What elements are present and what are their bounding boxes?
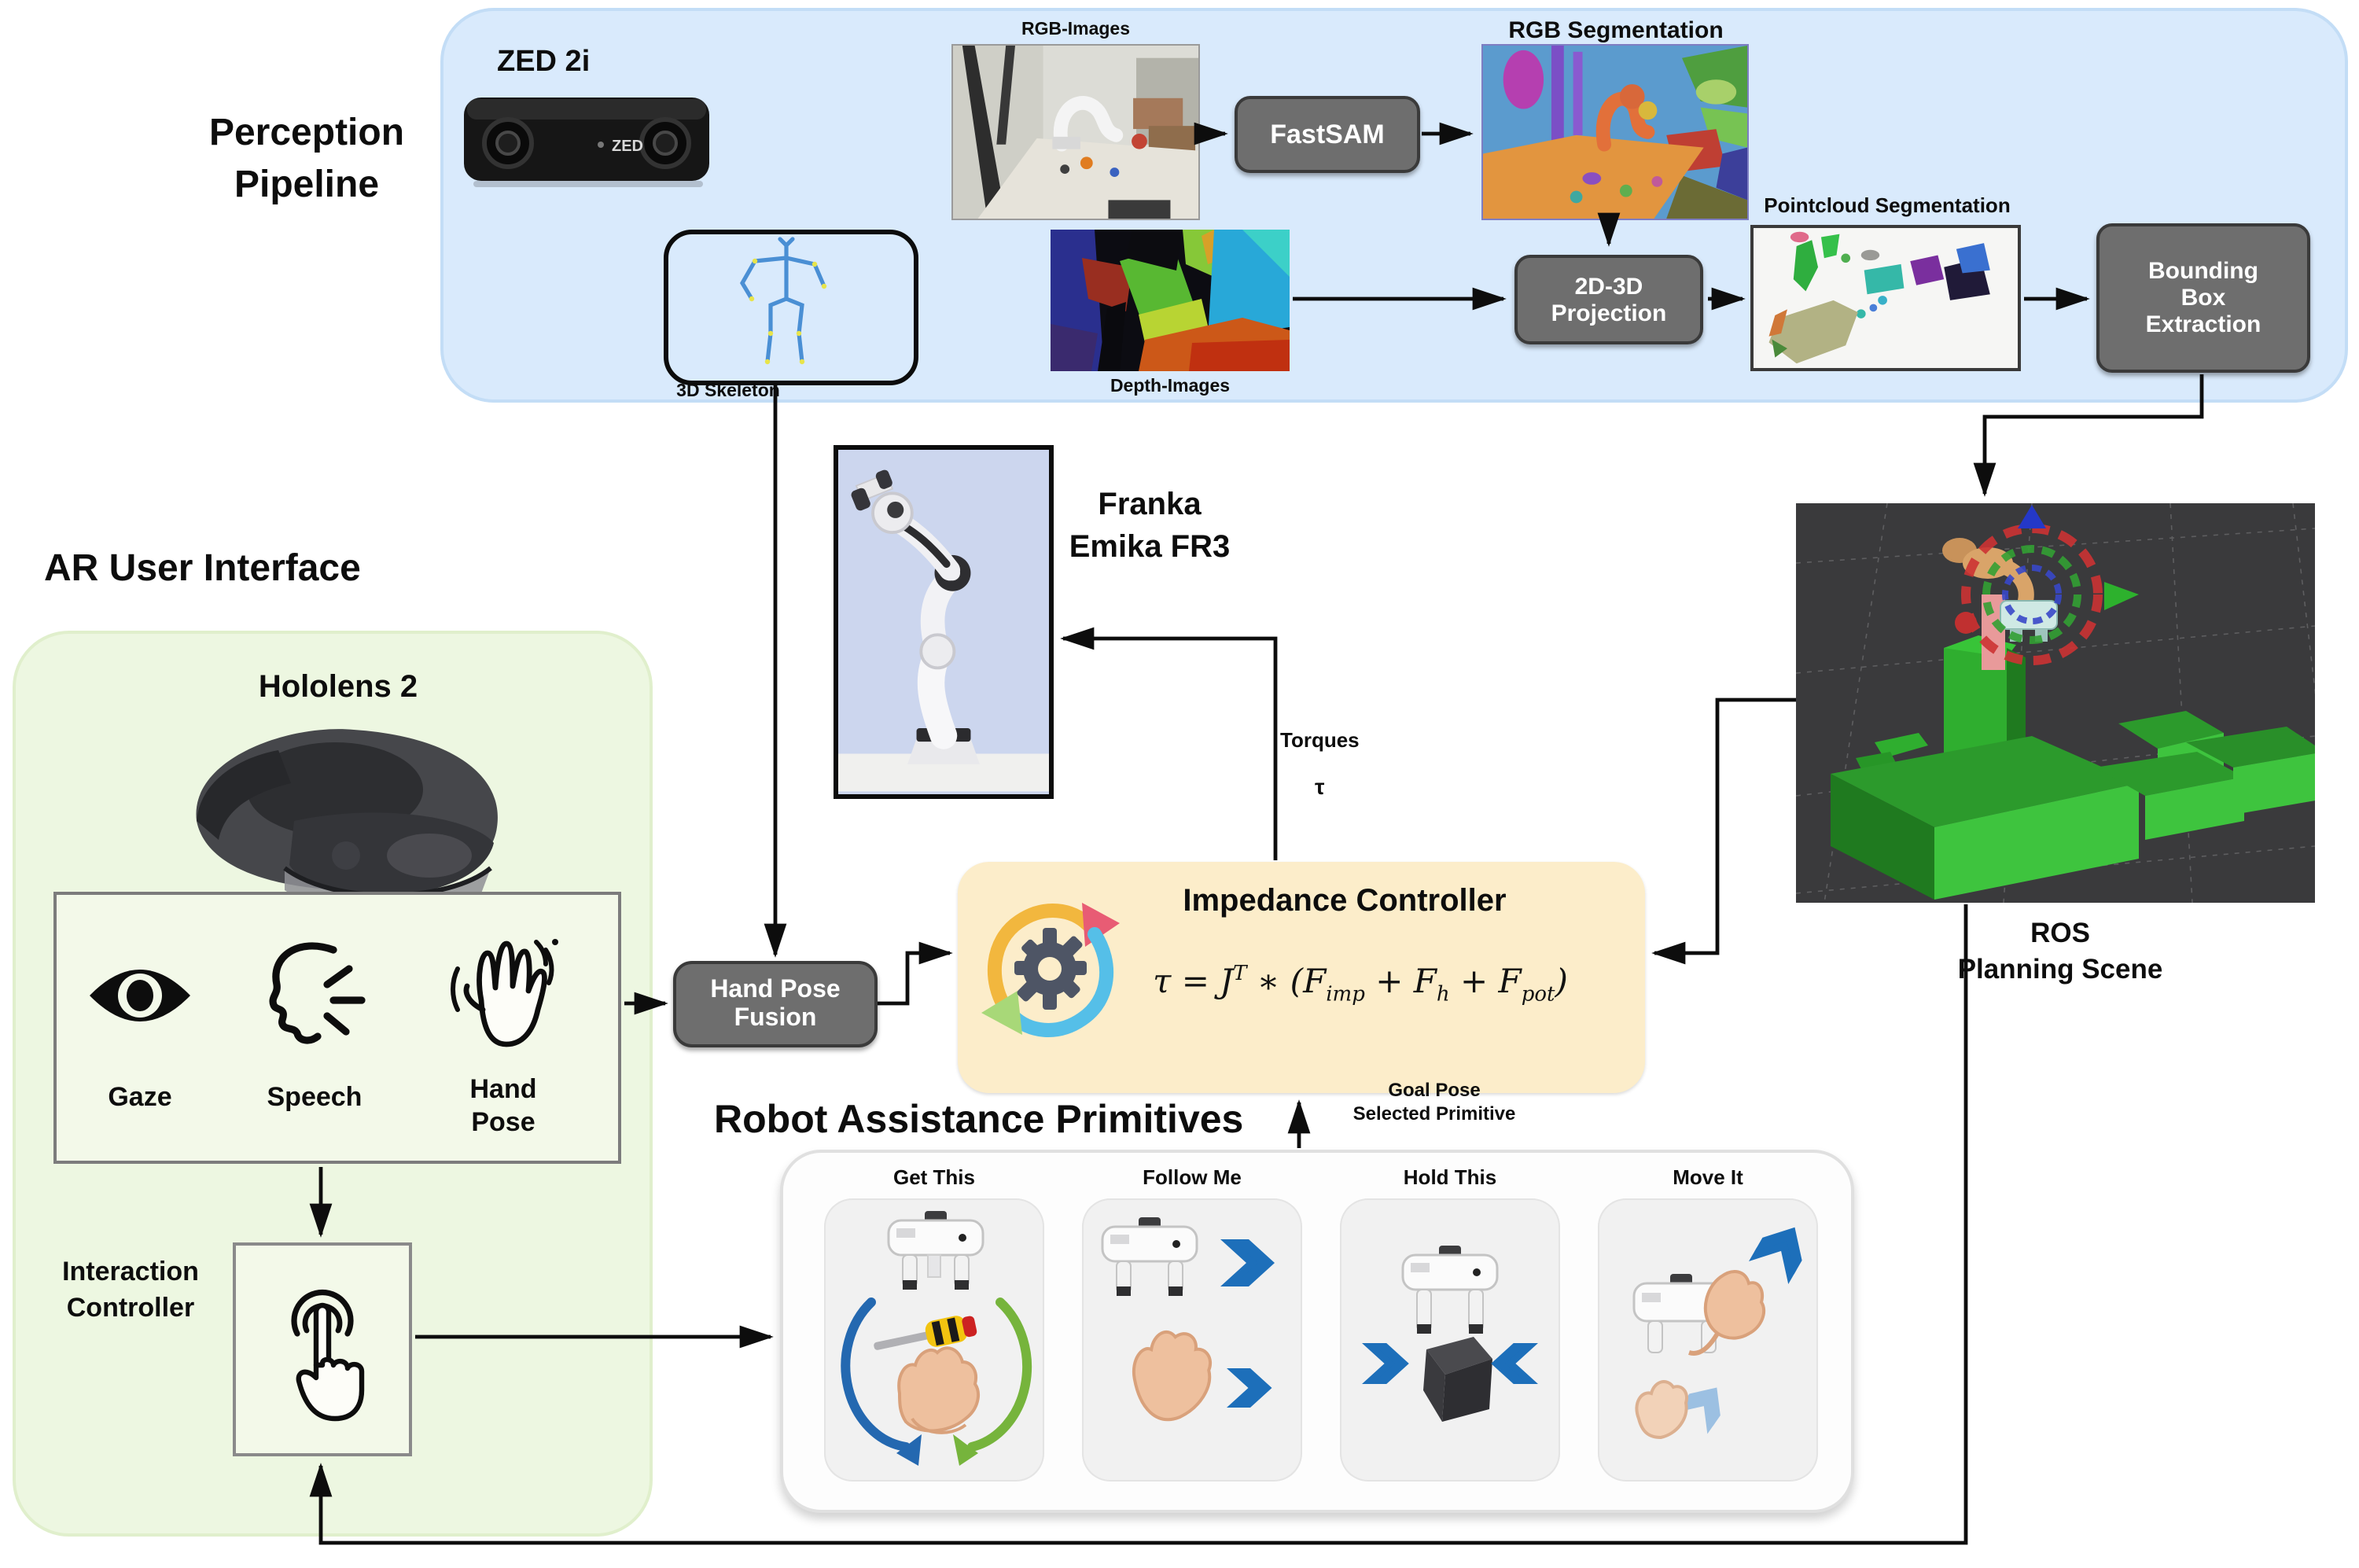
ros-planning-scene-view [1796, 503, 2315, 903]
depth-images-label: Depth-Images [1110, 377, 1231, 396]
rgb-segmentation-label: RGB Segmentation [1508, 17, 1724, 44]
gear-cycle-icon [975, 881, 1124, 1057]
hand-pose-label: Hand Pose [469, 1074, 537, 1137]
primitive-label-hold-this: Hold This [1403, 1165, 1497, 1189]
rgb-segmentation-thumbnail [1481, 44, 1749, 220]
primitives-title: Robot Assistance Primitives [714, 1098, 1244, 1142]
arrow-fusion-to-impedance [878, 941, 953, 1006]
impedance-controller-title: Impedance Controller [1183, 884, 1507, 918]
gaze-eye-icon [83, 956, 197, 1035]
primitive-card-get-this [824, 1198, 1044, 1482]
hand-pose-fusion-box: Hand Pose Fusion [673, 961, 878, 1047]
depth-image-thumbnail [1051, 230, 1290, 371]
ar-user-interface-title: AR User Interface [44, 547, 361, 590]
interaction-controller-label: Interaction Controller [62, 1257, 199, 1323]
skeleton-label: 3D Skeleton [676, 382, 780, 401]
fastsam-box: FastSAM [1235, 96, 1420, 173]
arrow-scene-to-impedance [1651, 698, 1796, 965]
hololens-image [149, 711, 527, 918]
bounding-box-extraction-box: Bounding Box Extraction [2096, 223, 2310, 373]
primitive-label-get-this: Get This [892, 1165, 975, 1189]
torques-tau-label: τ [1315, 774, 1325, 799]
speech-label: Speech [267, 1082, 362, 1112]
primitive-card-follow-me [1082, 1198, 1302, 1482]
hand-pose-icon [447, 934, 560, 1060]
zed-camera-label: ZED 2i [497, 46, 591, 79]
primitive-card-hold-this [1340, 1198, 1560, 1482]
perception-pipeline-panel [440, 8, 2348, 403]
primitive-label-move-it: Move It [1673, 1165, 1743, 1189]
impedance-formula: τ = JT ∗ (Fimp + Fh + Fpot) [1153, 963, 1568, 1007]
arrow-torques-to-franka [1060, 627, 1278, 860]
zed-camera-image: ZED [461, 88, 712, 198]
tap-gesture-icon [266, 1268, 379, 1431]
rgb-images-label: RGB-Images [1021, 20, 1131, 39]
goal-pose-label: Goal Pose Selected Primitive [1352, 1079, 1516, 1124]
primitive-label-follow-me: Follow Me [1143, 1165, 1242, 1189]
primitive-card-move-it [1598, 1198, 1818, 1482]
torques-label: Torques [1280, 728, 1360, 752]
hololens-label: Hololens 2 [258, 670, 418, 705]
skeleton-figure [727, 236, 846, 371]
ros-planning-scene-label: ROS Planning Scene [1957, 917, 2163, 985]
pointcloud-segmentation-label: Pointcloud Segmentation [1764, 193, 2011, 217]
speech-icon [252, 937, 377, 1063]
perception-pipeline-title: Perception Pipeline [208, 112, 405, 206]
skeleton-box [664, 230, 918, 385]
zed-logo-text: ZED [612, 138, 643, 155]
projection-box: 2D-3D Projection [1514, 255, 1703, 344]
gaze-label: Gaze [108, 1082, 172, 1112]
rgb-image-thumbnail [951, 44, 1200, 220]
franka-label: Franka Emika FR3 [1069, 488, 1231, 565]
pointcloud-thumbnail [1750, 225, 2021, 371]
franka-robot-image [834, 445, 1054, 799]
